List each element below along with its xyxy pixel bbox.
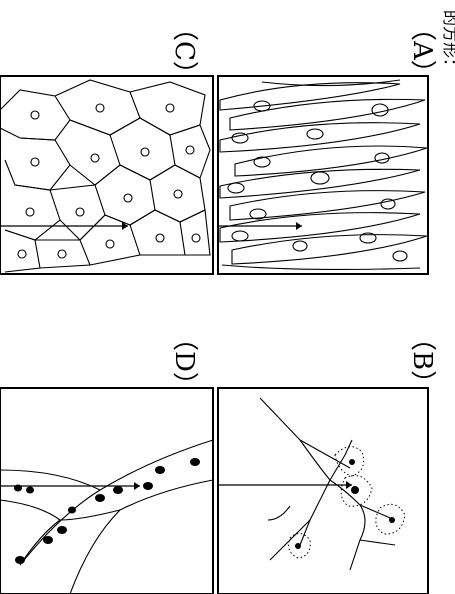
panel-b-arrowhead — [346, 481, 352, 489]
panel-a-arrowhead — [296, 222, 302, 230]
panel-b-label: （B） — [407, 325, 437, 396]
panel-d-label: （D） — [169, 325, 199, 398]
panel-c-nuclei — [18, 104, 200, 258]
panel-d-vessel — [0, 440, 213, 594]
panel-d-nuclei — [14, 458, 200, 564]
panel-b — [218, 388, 428, 594]
panel-b-neuron — [260, 398, 395, 570]
panel-c — [0, 76, 213, 274]
header-fragment: 的方形： — [441, 10, 455, 74]
panel-a-cells — [220, 80, 427, 269]
panel-b-glia — [289, 447, 405, 558]
panel-d-arrowhead — [134, 482, 140, 490]
panel-d — [0, 388, 213, 594]
panel-c-cells — [0, 80, 210, 272]
panel-a — [218, 76, 428, 274]
